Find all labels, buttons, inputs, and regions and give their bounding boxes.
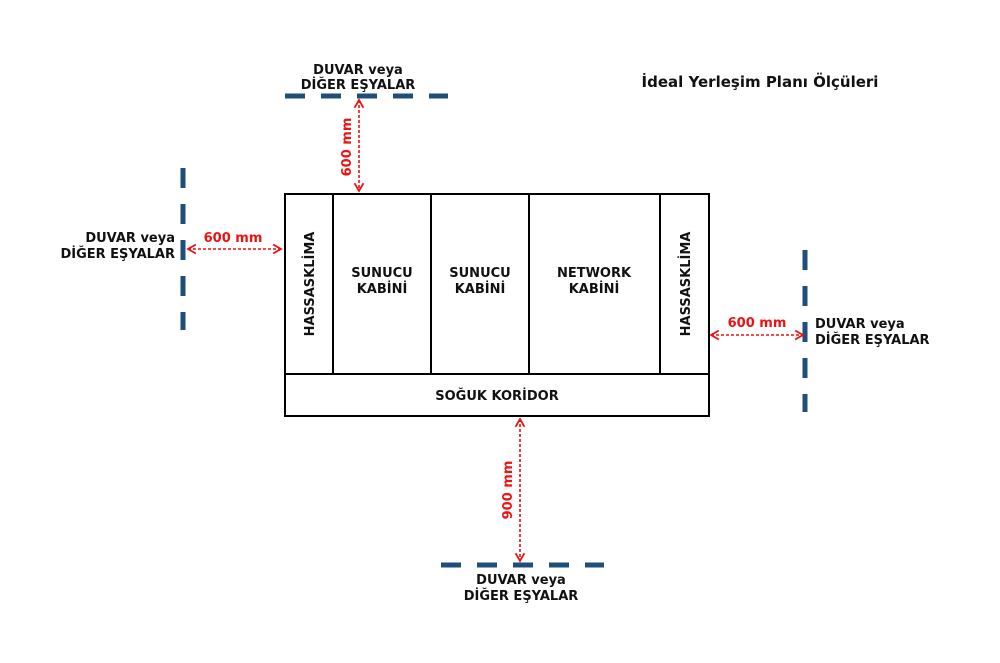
dimension-label-bottom: 900 mm — [501, 461, 516, 520]
wall-left-label-line1: DUVAR veya — [85, 231, 175, 246]
cabinet-label-server-2-line1: SUNUCU — [449, 266, 510, 281]
wall-right-label-line1: DUVAR veya — [815, 317, 905, 332]
cabinet-label-precision-ac-right: HASSASKLİMA — [678, 232, 694, 337]
wall-left-label-line2: DİĞER EŞYALAR — [60, 246, 175, 262]
wall-bottom-label-line1: DUVAR veya — [476, 573, 566, 588]
cabinet-label-server-1-line1: SUNUCU — [351, 266, 412, 281]
dimension-label-left: 600 mm — [204, 231, 263, 246]
wall-right-label-line2: DİĞER EŞYALAR — [815, 332, 930, 348]
cabinet-label-network-line2: KABİNİ — [569, 281, 620, 297]
dimension-label-right: 600 mm — [728, 316, 787, 331]
wall-top-label-line2: DİĞER EŞYALAR — [301, 77, 416, 93]
rack-row-outline — [284, 193, 710, 417]
cabinet-label-precision-ac-left: HASSASKLİMA — [302, 232, 318, 337]
cabinet-label-server-1-line2: KABİNİ — [357, 281, 408, 297]
wall-bottom-label-line2: DİĞER EŞYALAR — [464, 588, 579, 604]
diagram-title: İdeal Yerleşim Planı Ölçüleri — [642, 72, 879, 91]
cabinet-label-server-2-line2: KABİNİ — [455, 281, 506, 297]
wall-top-label-line1: DUVAR veya — [313, 63, 403, 78]
cold-corridor-label: SOĞUK KORİDOR — [435, 388, 558, 404]
cabinet-label-network-line1: NETWORK — [557, 266, 632, 281]
dimension-label-top: 600 mm — [340, 118, 355, 177]
